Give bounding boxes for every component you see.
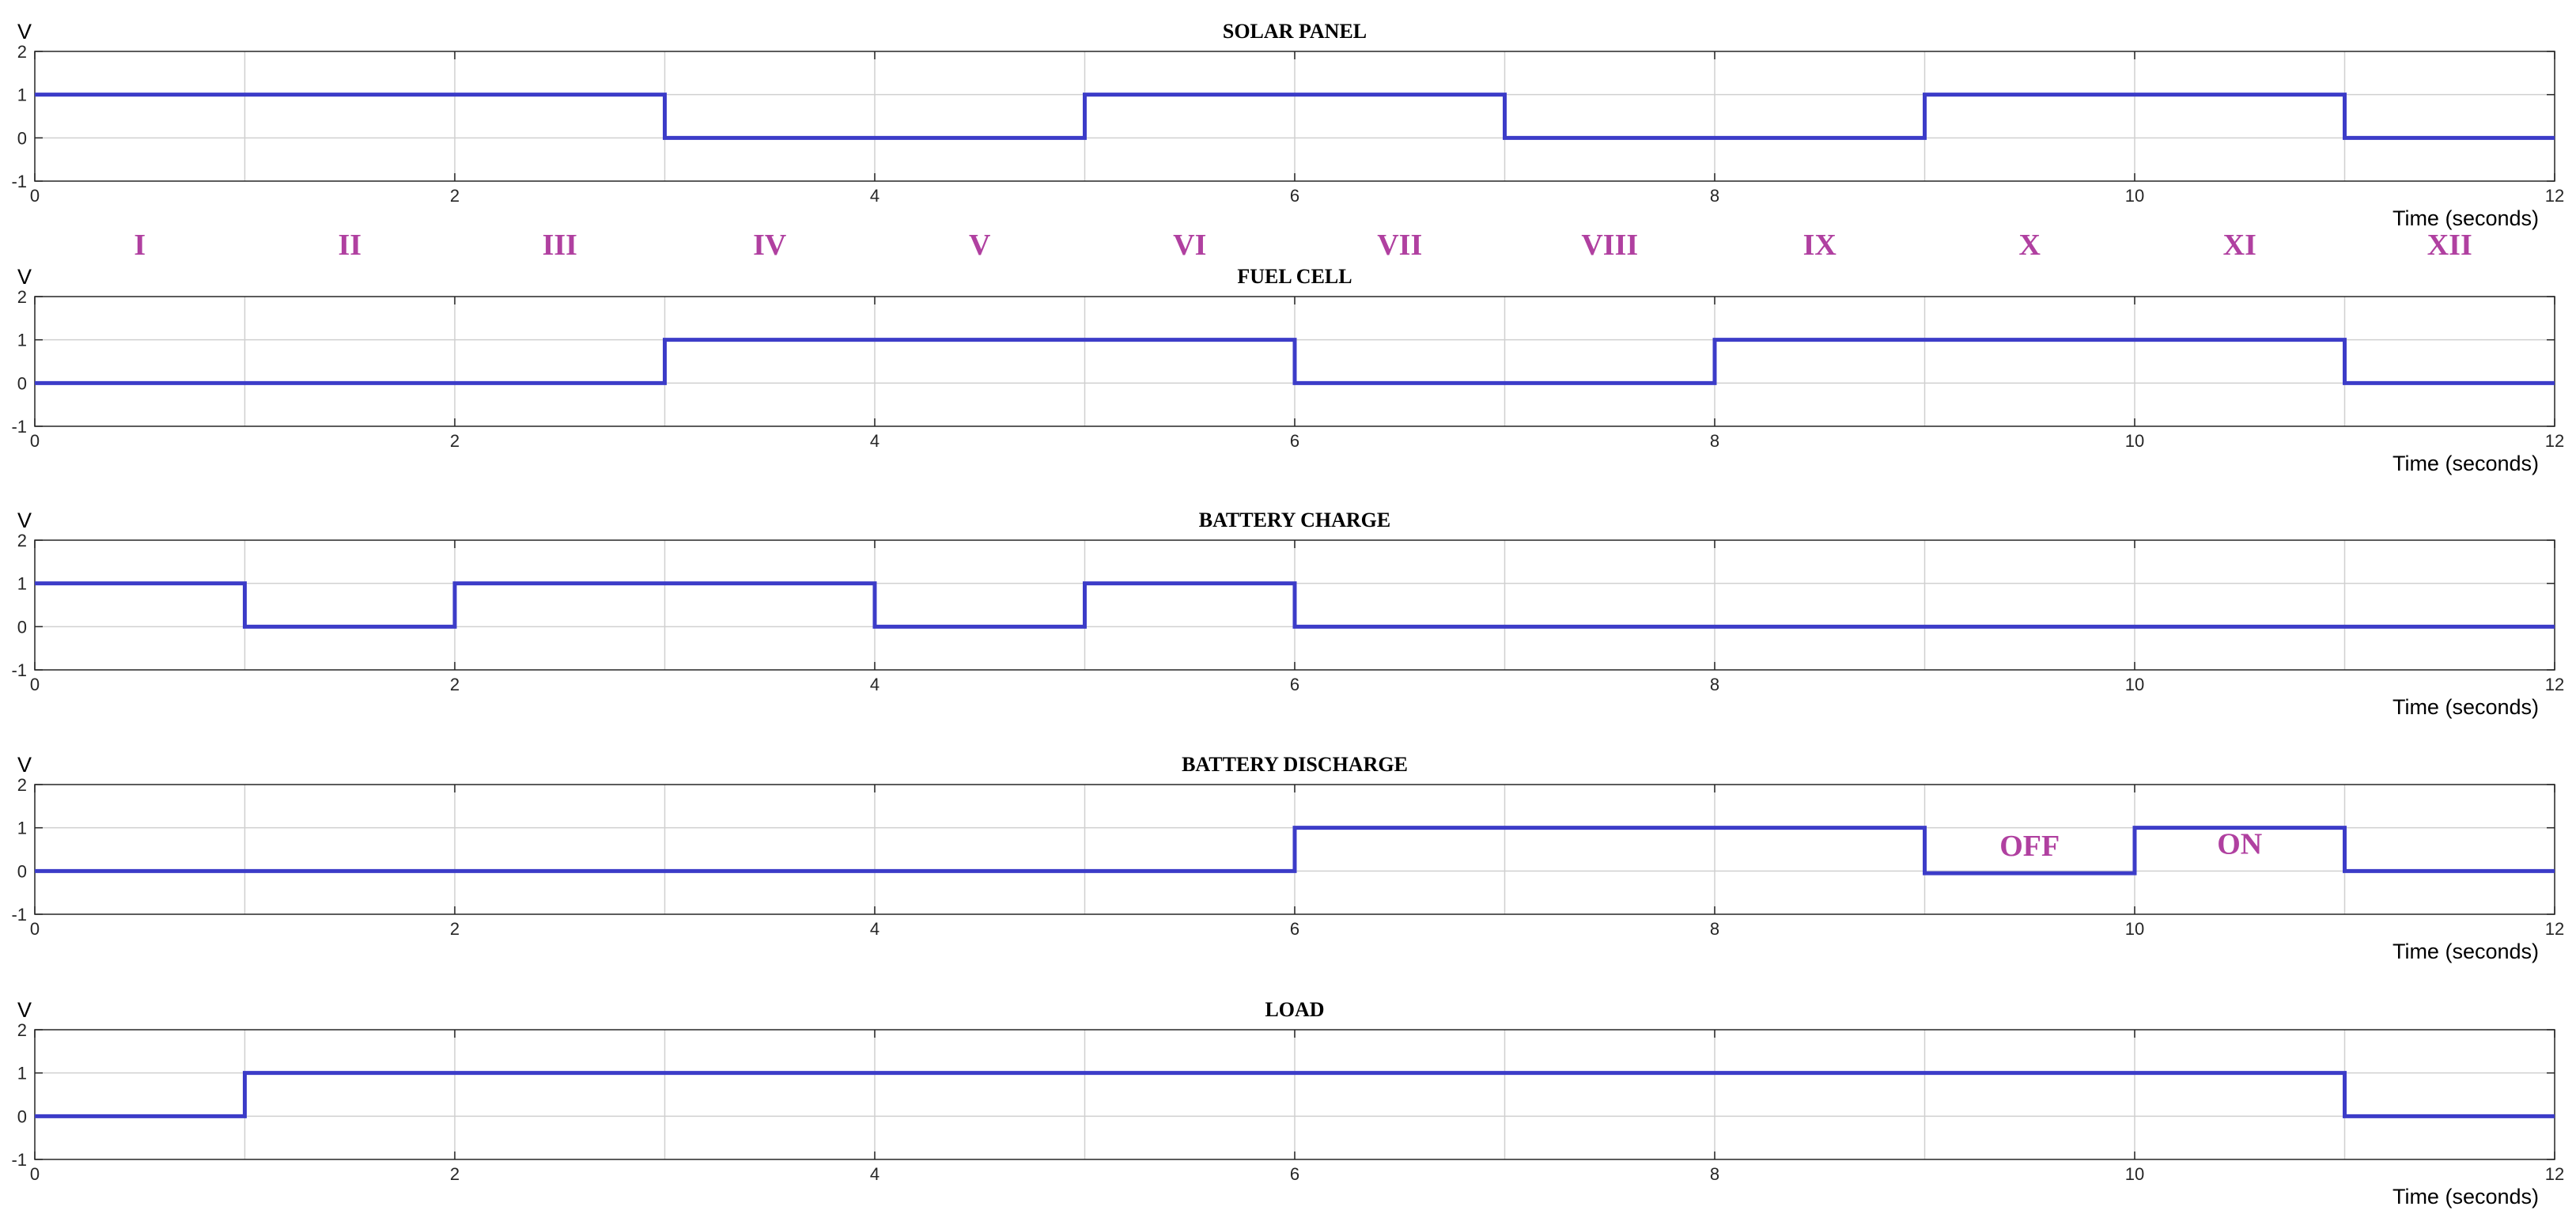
y-axis-label: V (17, 20, 32, 43)
y-axis-label: V (17, 753, 32, 777)
interval-label-iii: III (543, 229, 577, 262)
x-tick-label: 10 (2125, 186, 2144, 206)
x-tick-label: 2 (450, 675, 460, 694)
x-tick-label: 8 (1710, 431, 1719, 451)
x-tick-label: 12 (2545, 675, 2564, 694)
x-axis-label: Time (seconds) (2393, 940, 2539, 963)
x-tick-label: 10 (2125, 431, 2144, 451)
y-tick-label: -1 (11, 660, 27, 680)
y-tick-label: -1 (11, 417, 27, 437)
signal-line (35, 93, 2555, 140)
x-tick-label: 0 (30, 431, 40, 451)
y-tick-label: 1 (17, 1064, 27, 1084)
x-tick-label: 0 (30, 919, 40, 939)
plot-title: BATTERY DISCHARGE (1182, 753, 1408, 776)
y-tick-label: 1 (17, 331, 27, 350)
x-axis-label: Time (seconds) (2393, 695, 2539, 719)
y-tick-label: 1 (17, 819, 27, 838)
interval-label-viii: VIII (1581, 229, 1638, 262)
x-axis-label: Time (seconds) (2393, 1185, 2539, 1208)
interval-label-vii: VII (1377, 229, 1422, 262)
x-tick-label: 6 (1290, 1164, 1299, 1184)
y-tick-label: 2 (17, 531, 27, 550)
interval-label-v: V (969, 229, 991, 262)
y-tick-label: 2 (17, 42, 27, 62)
y-tick-label: 1 (17, 85, 27, 105)
interval-label-xii: XII (2427, 229, 2472, 262)
interval-label-vi: VI (1173, 229, 1206, 262)
x-tick-label: 4 (870, 675, 879, 694)
plot-title: FUEL CELL (1237, 265, 1352, 288)
x-tick-label: 4 (870, 1164, 879, 1184)
x-tick-label: 4 (870, 186, 879, 206)
annotation-off: OFF (1999, 830, 2060, 863)
plot-title: BATTERY CHARGE (1199, 509, 1391, 531)
x-tick-label: 2 (450, 1164, 460, 1184)
x-tick-label: 12 (2545, 1164, 2564, 1184)
y-tick-label: -1 (11, 172, 27, 191)
y-tick-label: 0 (17, 373, 27, 393)
x-tick-label: 0 (30, 675, 40, 694)
interval-label-i: I (134, 229, 146, 262)
x-tick-label: 12 (2545, 431, 2564, 451)
y-tick-label: 2 (17, 1020, 27, 1040)
interval-label-xi: XI (2223, 229, 2256, 262)
signal-line (35, 581, 2555, 629)
annotation-on: ON (2217, 827, 2262, 860)
x-tick-label: 0 (30, 1164, 40, 1184)
y-tick-label: 0 (17, 128, 27, 148)
x-tick-label: 10 (2125, 675, 2144, 694)
x-tick-label: 0 (30, 186, 40, 206)
x-axis-label: Time (seconds) (2393, 206, 2539, 230)
x-tick-label: 10 (2125, 1164, 2144, 1184)
interval-label-iv: IV (753, 229, 787, 262)
interval-label-ii: II (338, 229, 361, 262)
x-tick-label: 6 (1290, 919, 1299, 939)
x-tick-label: 6 (1290, 675, 1299, 694)
x-tick-label: 12 (2545, 186, 2564, 206)
x-tick-label: 6 (1290, 431, 1299, 451)
interval-label-x: X (2019, 229, 2041, 262)
x-tick-label: 8 (1710, 919, 1719, 939)
signal-line (35, 1071, 2555, 1118)
x-tick-label: 4 (870, 919, 879, 939)
y-tick-label: 2 (17, 775, 27, 795)
x-tick-label: 8 (1710, 186, 1719, 206)
y-tick-label: 2 (17, 287, 27, 307)
y-axis-label: V (17, 265, 32, 289)
y-tick-label: 0 (17, 617, 27, 637)
x-tick-label: 8 (1710, 675, 1719, 694)
y-tick-label: 1 (17, 574, 27, 594)
x-tick-label: 2 (450, 431, 460, 451)
x-tick-label: 2 (450, 919, 460, 939)
signal-line (35, 826, 2555, 876)
y-tick-label: -1 (11, 1150, 27, 1170)
x-tick-label: 2 (450, 186, 460, 206)
y-tick-label: 0 (17, 861, 27, 881)
x-tick-label: 6 (1290, 186, 1299, 206)
y-tick-label: -1 (11, 905, 27, 925)
y-axis-label: V (17, 509, 32, 532)
signal-line (35, 338, 2555, 385)
x-axis-label: Time (seconds) (2393, 452, 2539, 475)
interval-label-ix: IX (1803, 229, 1836, 262)
x-tick-label: 12 (2545, 919, 2564, 939)
x-tick-label: 4 (870, 431, 879, 451)
y-axis-label: V (17, 998, 32, 1022)
x-tick-label: 10 (2125, 919, 2144, 939)
y-tick-label: 0 (17, 1106, 27, 1126)
plot-title: LOAD (1265, 998, 1324, 1021)
x-tick-label: 8 (1710, 1164, 1719, 1184)
plot-title: SOLAR PANEL (1223, 20, 1367, 43)
